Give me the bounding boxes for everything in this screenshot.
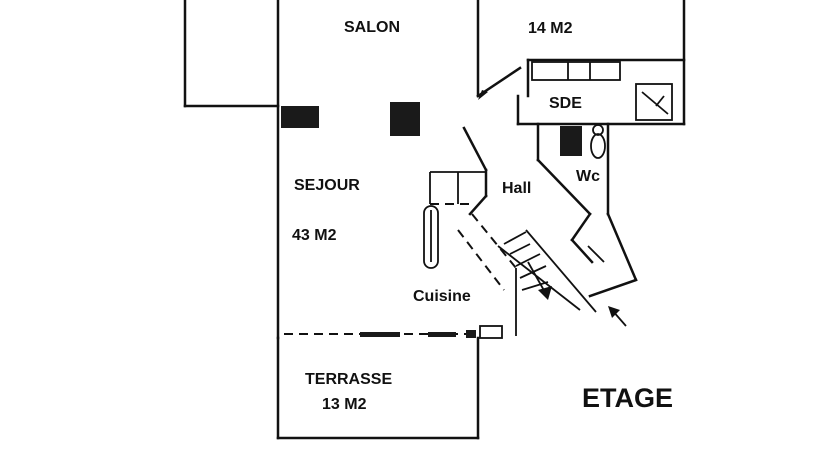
stair-arrow-icon	[538, 286, 552, 300]
pillar	[390, 102, 420, 136]
toilet-icon	[590, 133, 606, 159]
label-salon: SALON	[344, 19, 400, 36]
room-labels: SALON 14 M2 SDE Wc Hall SEJOUR 43 M2 Cui…	[292, 19, 673, 413]
shower-tray	[635, 83, 673, 121]
terrace-windows	[284, 330, 476, 338]
pillar	[281, 106, 319, 128]
label-wc: Wc	[576, 168, 600, 185]
label-hall: Hall	[502, 180, 531, 197]
label-sde: SDE	[549, 95, 582, 112]
sde-fixtures	[531, 61, 673, 121]
label-sejour-area: 43 M2	[292, 227, 337, 244]
stair-area	[462, 90, 638, 327]
level-title: ETAGE	[582, 383, 673, 413]
wc-walls	[536, 122, 610, 216]
label-cuisine: Cuisine	[413, 288, 471, 305]
salon-arrow-icon	[478, 90, 488, 100]
label-sejour: SEJOUR	[294, 177, 360, 194]
entrance-arrow-icon	[608, 306, 620, 318]
sink-icon	[423, 205, 439, 269]
walls	[183, 0, 686, 440]
kitchen-fixtures	[423, 171, 517, 339]
label-bedroom-area: 14 M2	[528, 20, 573, 37]
label-terrasse: TERRASSE	[305, 371, 392, 388]
label-terrasse-area: 13 M2	[322, 396, 367, 413]
